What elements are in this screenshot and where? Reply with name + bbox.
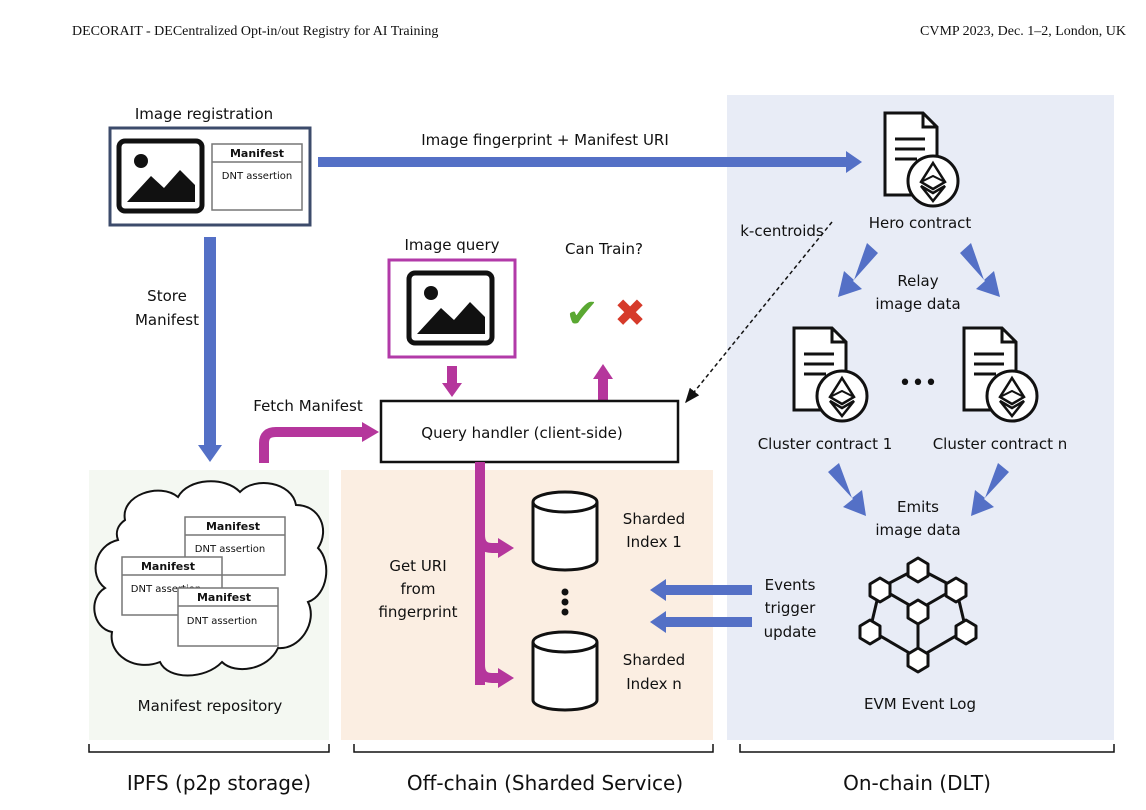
header-right: CVMP 2023, Dec. 1–2, London, UK — [920, 24, 1126, 39]
get-uri-label-1: Get URI — [389, 557, 446, 575]
brace-offchain — [353, 744, 714, 753]
shard-vertical-ellipsis — [561, 588, 569, 616]
emits-label-2: image data — [875, 521, 960, 539]
store-label-2: Manifest — [135, 311, 199, 329]
cluster-contract-n-label: Cluster contract n — [933, 435, 1068, 453]
result-up-arrow — [593, 364, 613, 400]
manifest-card-registration: Manifest DNT assertion — [211, 143, 303, 211]
manifest-card-3: Manifest DNT assertion — [177, 587, 279, 647]
events-label-1: Events — [765, 576, 816, 594]
image-query-label: Image query — [404, 236, 499, 254]
evm-event-log-label: EVM Event Log — [864, 695, 976, 713]
query-handler-label: Query handler (client-side) — [421, 424, 622, 442]
manifest-card-2: Manifest DNT assertion — [121, 556, 223, 616]
relay-arrow-right — [960, 243, 1000, 297]
k-centroids-dashed-arrow — [685, 221, 833, 404]
emits-arrow-right — [971, 463, 1009, 516]
cluster-contract-1-label: Cluster contract 1 — [758, 435, 893, 453]
relay-label-2: image data — [875, 295, 960, 313]
k-centroids-label: k-centroids — [740, 222, 824, 240]
svg-text:DNT assertion: DNT assertion — [195, 544, 265, 555]
fetch-manifest-arrow — [259, 422, 379, 463]
blockchain-cubes-icon — [858, 556, 978, 674]
svg-text:DNT assertion: DNT assertion — [131, 584, 201, 595]
get-uri-arrow — [475, 462, 514, 688]
hero-contract-label: Hero contract — [869, 214, 972, 232]
cluster-ellipsis: ••• — [899, 371, 938, 396]
svg-text:Manifest: Manifest — [230, 147, 284, 160]
shard-n-label-1: Sharded — [623, 651, 685, 669]
svg-text:DNT assertion: DNT assertion — [187, 616, 257, 627]
manifest-repository-label: Manifest repository — [138, 697, 283, 715]
sharded-index-1-icon — [531, 490, 599, 572]
brace-ipfs — [88, 744, 330, 753]
manifest-card-1: Manifest DNT assertion — [184, 516, 286, 576]
fingerprint-label: Image fingerprint + Manifest URI — [421, 131, 669, 149]
offchain-label: Off-chain (Sharded Service) — [407, 771, 683, 795]
relay-label-1: Relay — [897, 272, 938, 290]
store-manifest-arrow — [198, 237, 222, 462]
image-registration-label: Image registration — [135, 105, 273, 123]
can-train-label: Can Train? — [565, 240, 643, 258]
fetch-manifest-label: Fetch Manifest — [253, 397, 363, 415]
svg-text:Manifest: Manifest — [206, 520, 260, 533]
query-handler-box — [379, 399, 680, 464]
events-arrow-2 — [650, 611, 752, 633]
header-left: DECORAIT - DECentralized Opt-in/out Regi… — [72, 24, 439, 39]
svg-text:DNT assertion: DNT assertion — [222, 171, 292, 182]
svg-text:Manifest: Manifest — [197, 591, 251, 604]
cross-icon: ✖ — [614, 291, 646, 335]
onchain-label: On-chain (DLT) — [843, 771, 991, 795]
get-uri-label-3: fingerprint — [378, 603, 457, 621]
events-label-2: trigger — [765, 599, 816, 617]
brace-onchain — [739, 744, 1115, 753]
emits-label-1: Emits — [897, 498, 939, 516]
query-down-arrow — [442, 366, 462, 397]
sharded-index-n-icon — [531, 630, 599, 712]
store-label-1: Store — [147, 287, 187, 305]
relay-arrow-left — [838, 243, 878, 297]
query-image-icon — [406, 270, 495, 346]
image-icon — [116, 138, 205, 214]
shard-1-label-1: Sharded — [623, 510, 685, 528]
shard-1-label-2: Index 1 — [626, 533, 682, 551]
fingerprint-arrow — [318, 151, 862, 173]
events-arrow-1 — [650, 579, 752, 601]
events-label-3: update — [764, 623, 817, 641]
check-icon: ✔ — [565, 291, 599, 337]
ipfs-label: IPFS (p2p storage) — [127, 771, 311, 795]
get-uri-label-2: from — [401, 580, 436, 598]
offchain-zone — [341, 470, 713, 740]
emits-arrow-left — [828, 463, 866, 516]
shard-n-label-2: Index n — [626, 675, 682, 693]
svg-text:Manifest: Manifest — [141, 560, 195, 573]
